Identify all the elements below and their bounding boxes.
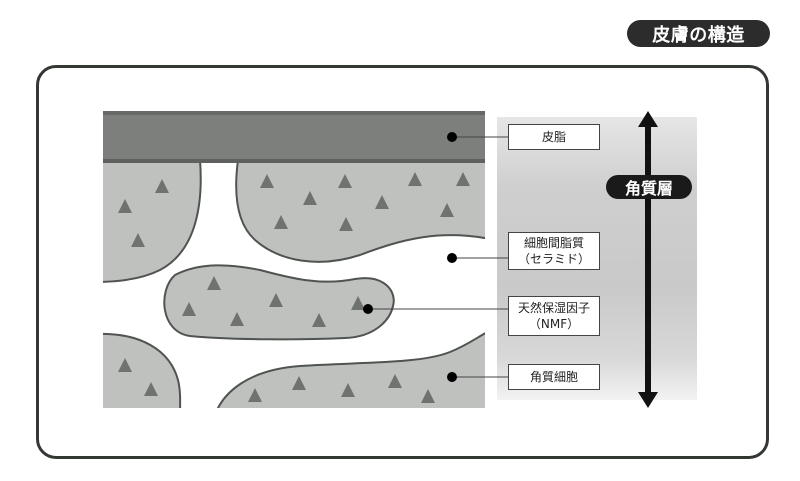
diagram-title: 皮膚の構造 (627, 20, 770, 47)
label-sebum: 皮脂 (508, 124, 600, 150)
corneocyte-cell (235, 159, 485, 263)
label-intercellular-lipid: 細胞間脂質 （セラミド） (508, 232, 600, 270)
label-corneocyte: 角質細胞 (508, 364, 600, 390)
label-corneocyte-text: 角質細胞 (529, 370, 578, 384)
label-intercellular-lipid-line2: （セラミド） (517, 252, 590, 266)
label-nmf-line2: （NMF） (528, 317, 580, 331)
corneocyte-cell (216, 332, 485, 408)
label-nmf-line1: 天然保湿因子 (517, 301, 590, 315)
corneocyte-cell (103, 159, 202, 283)
leader-lines (368, 136, 508, 378)
stratum-corneum-label: 角質層 (606, 175, 692, 199)
corneocyte-cell (103, 332, 182, 408)
diagram-frame (36, 65, 769, 459)
label-sebum-text: 皮脂 (541, 130, 566, 144)
double-arrow-icon (638, 111, 658, 408)
intercellular-lipid-pointer-dot (447, 253, 457, 263)
sebum-layer (103, 111, 485, 163)
label-nmf: 天然保湿因子 （NMF） (508, 296, 600, 336)
nmf-particles (118, 172, 470, 403)
label-intercellular-lipid-line1: 細胞間脂質 (523, 236, 584, 250)
nmf-pointer-dot (363, 304, 373, 314)
corneocyte-pointer-dot (447, 372, 457, 382)
sebum-pointer-dot (447, 132, 457, 142)
